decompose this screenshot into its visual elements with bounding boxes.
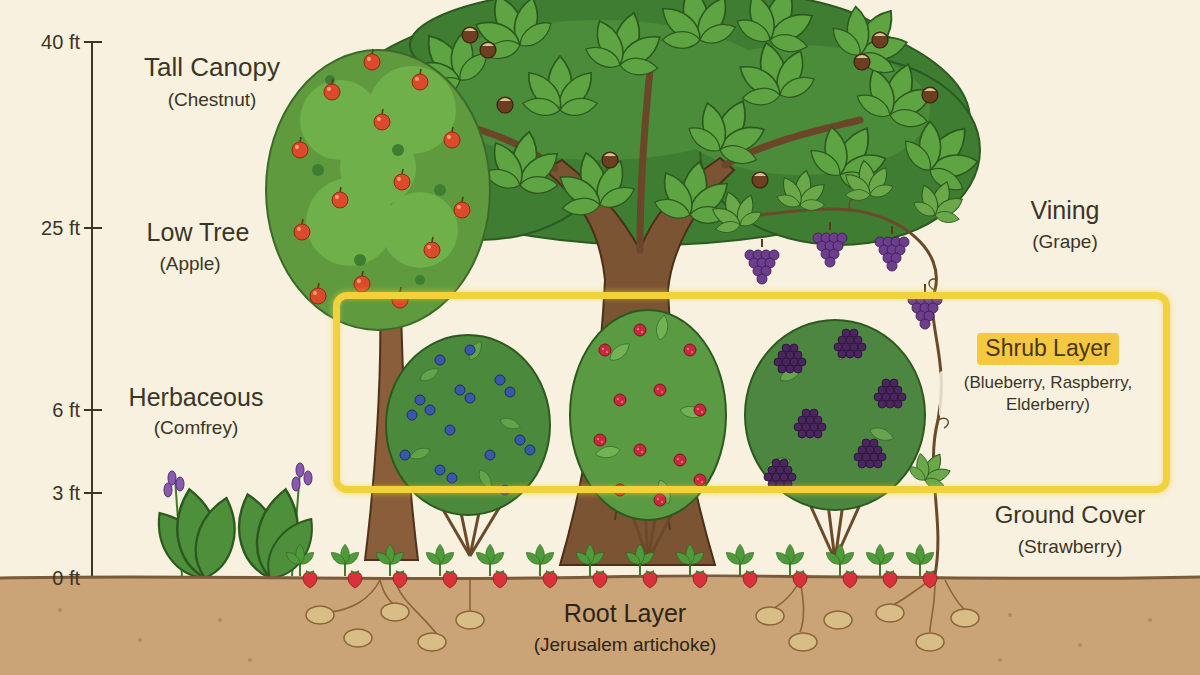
plant-name: (Apple) xyxy=(159,253,220,276)
shrub-layer-highlight-box: Shrub Layer (Blueberry, Raspberry, Elderb… xyxy=(333,292,1170,493)
axis-tick-label: 40 ft xyxy=(41,30,80,54)
plant-list: (Blueberry, Raspberry, Elderberry) xyxy=(939,371,1157,417)
grape-vine xyxy=(704,156,971,575)
plant-name: (Grape) xyxy=(1032,231,1097,254)
strawberry-ground-cover xyxy=(284,544,937,588)
soil xyxy=(0,576,1200,675)
layer-name: Vining xyxy=(1030,195,1099,225)
node-text-column: Shrub Layer (Blueberry, Raspberry, Elderb… xyxy=(939,333,1157,417)
axis-tick-label: 3 ft xyxy=(52,481,80,505)
blueberry-bush xyxy=(386,335,550,556)
height-axis xyxy=(84,42,102,578)
layer-name: Ground Cover xyxy=(995,501,1146,530)
comfrey-plant xyxy=(145,463,324,588)
axis-tick-label: 6 ft xyxy=(52,398,80,422)
raspberry-bush xyxy=(570,310,726,560)
axis-tick-label: 0 ft xyxy=(52,566,80,590)
layer-name: Root Layer xyxy=(559,598,691,628)
plant-name: (Strawberry) xyxy=(1018,536,1123,559)
layer-name: Tall Canopy xyxy=(144,52,280,83)
layer-name: Low Tree xyxy=(147,217,250,247)
plant-name: (Jerusalem artichoke) xyxy=(529,634,722,657)
layer-title-highlight: Shrub Layer xyxy=(977,333,1118,365)
axis-tick-label: 25 ft xyxy=(41,216,80,240)
layer-title-line: Shrub Layer xyxy=(939,333,1157,365)
elderberry-bush xyxy=(745,320,925,560)
plant-name: (Chestnut) xyxy=(168,89,257,112)
plant-name: (Comfrey) xyxy=(154,417,238,440)
layer-name: Herbaceous xyxy=(129,382,264,412)
